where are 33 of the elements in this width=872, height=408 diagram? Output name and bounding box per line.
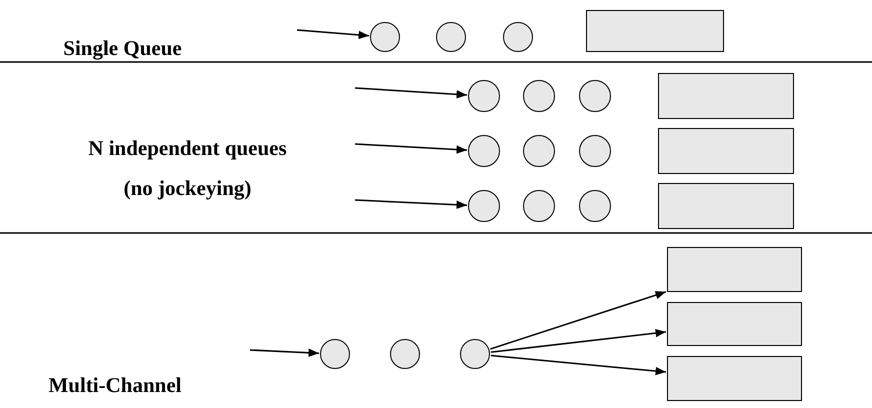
arrow <box>354 199 468 209</box>
queue-circle <box>523 135 555 167</box>
queue-circle <box>370 22 400 52</box>
queue-circle <box>390 339 420 369</box>
queue-circle <box>579 135 611 167</box>
queue-circle <box>468 80 500 112</box>
arrow <box>250 348 320 357</box>
queue-circle <box>468 190 500 222</box>
queue-circle <box>579 80 611 112</box>
queue-circle <box>436 22 466 52</box>
row-label: Multi-Channel <box>47 372 182 399</box>
queue-circle <box>503 22 533 52</box>
queue-circle <box>523 80 555 112</box>
arrow <box>296 29 370 40</box>
server-box <box>667 247 802 292</box>
server-box <box>658 128 794 174</box>
arrow <box>354 87 468 98</box>
arrow <box>354 143 468 154</box>
queue-circle <box>460 339 490 369</box>
server-box <box>658 73 794 119</box>
server-box <box>658 183 794 229</box>
queue-circle <box>579 190 611 222</box>
arrow <box>490 291 666 350</box>
server-box <box>667 356 802 401</box>
server-box <box>667 302 802 346</box>
arrow <box>490 328 666 353</box>
arrow <box>490 354 666 376</box>
queue-circle <box>523 190 555 222</box>
queue-circle <box>468 135 500 167</box>
server-box <box>586 10 724 52</box>
row-label: Single Queue <box>62 35 183 62</box>
row-label: N independent queues (no jockeying) <box>87 135 288 202</box>
queue-circle <box>320 339 350 369</box>
